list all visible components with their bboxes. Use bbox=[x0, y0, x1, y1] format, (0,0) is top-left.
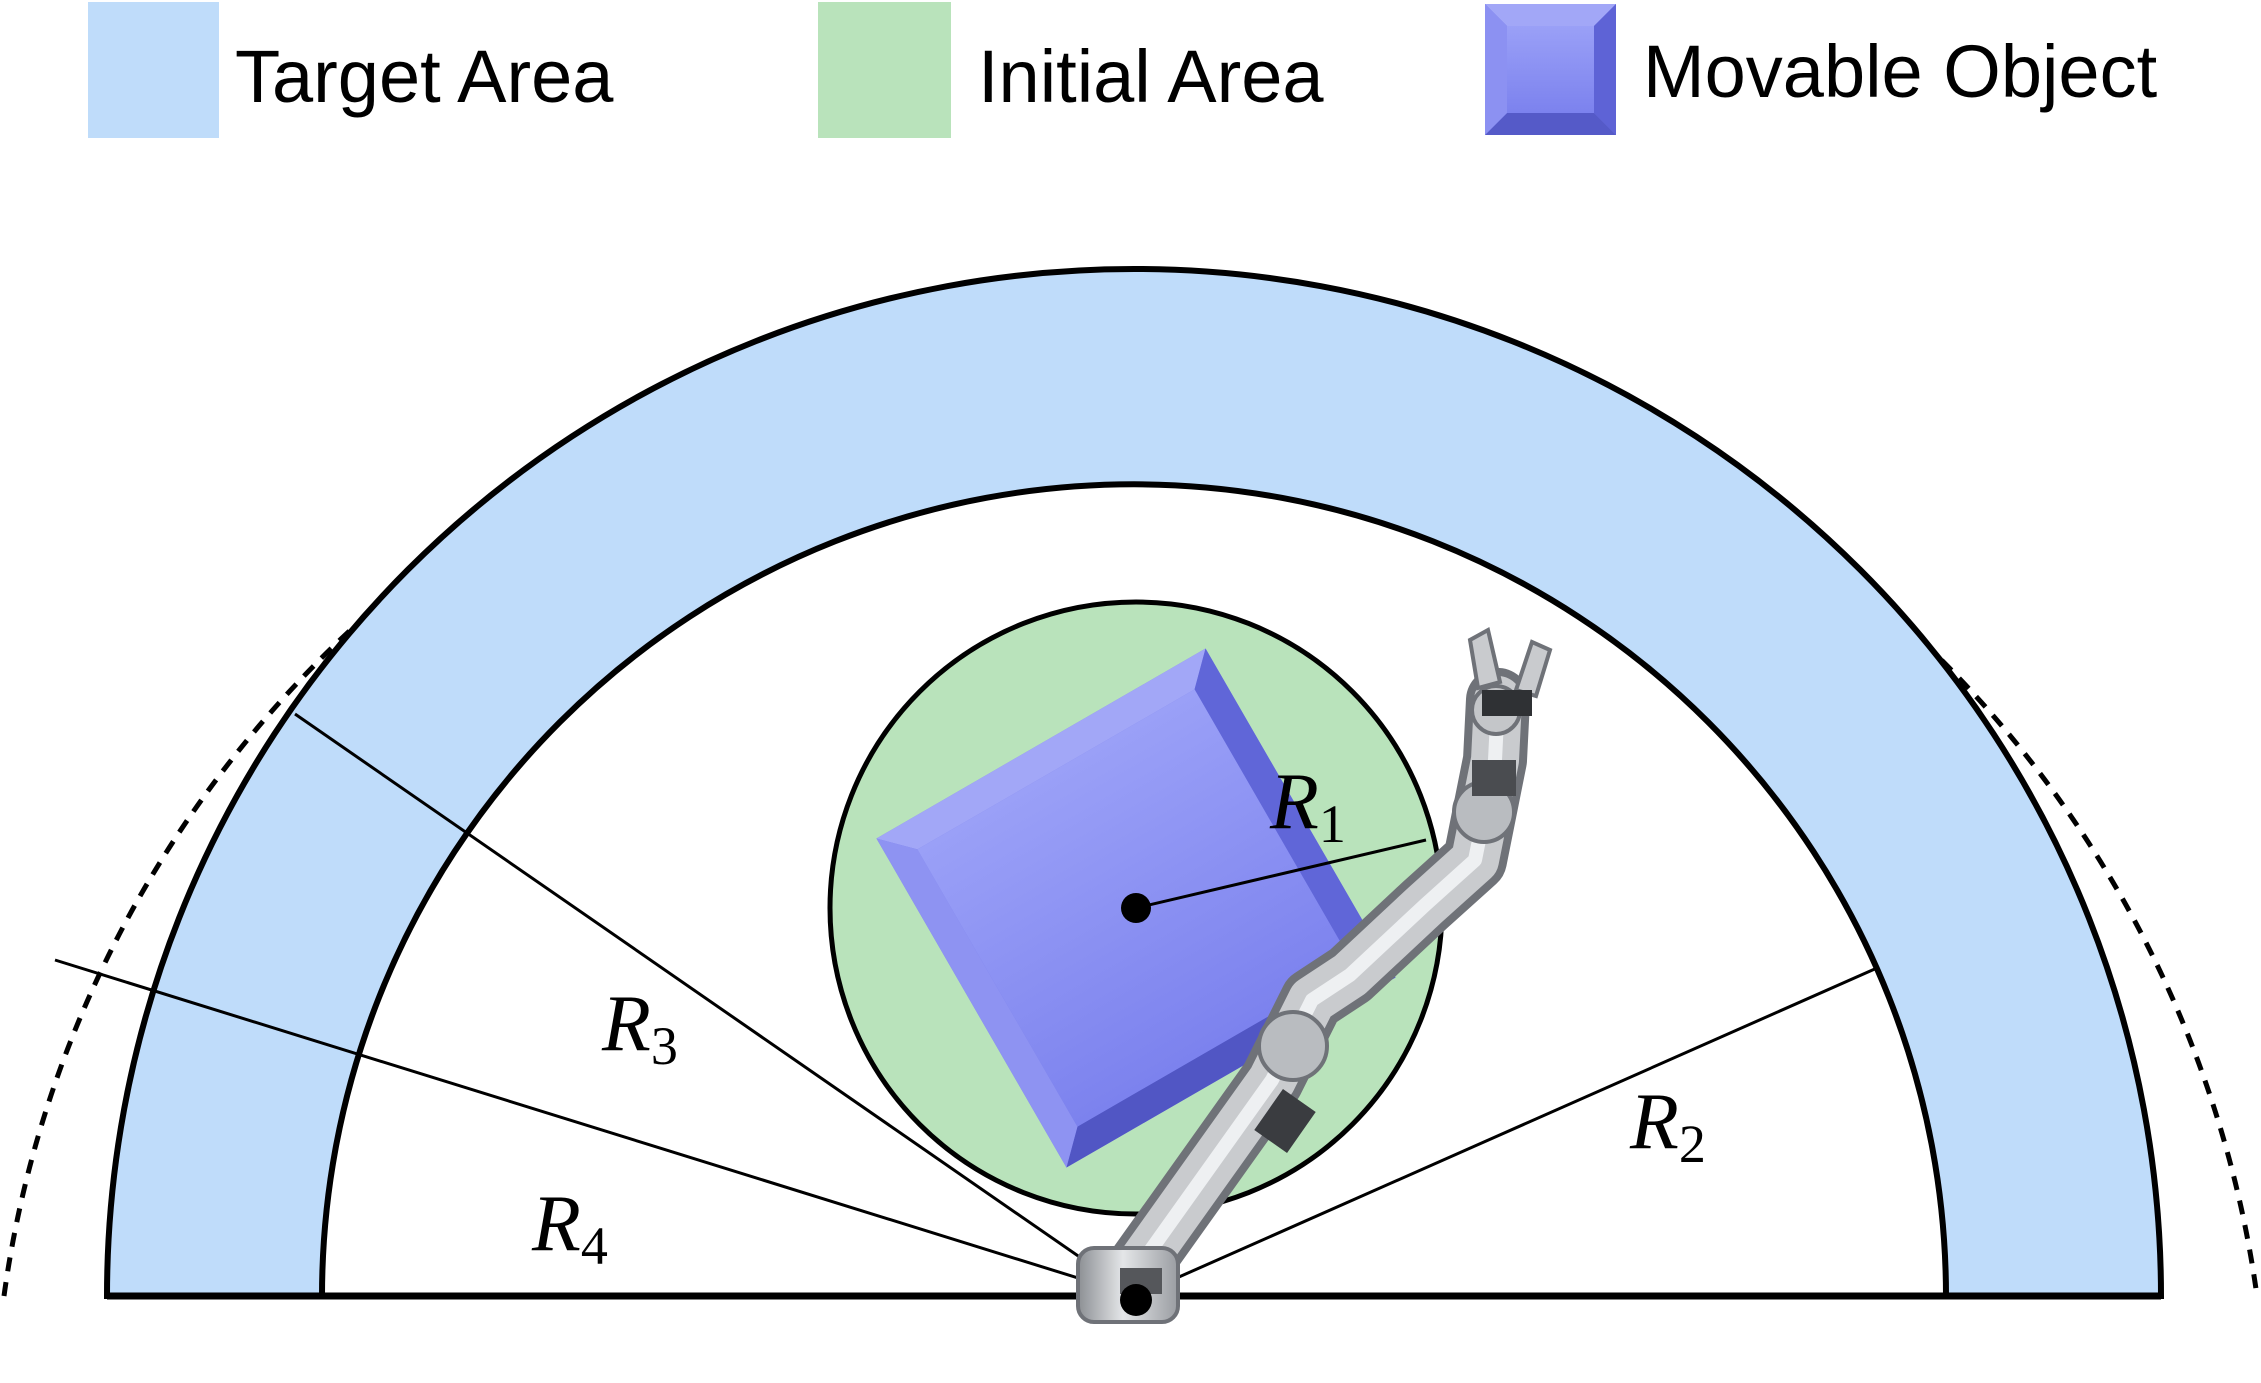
label-r4: R4 bbox=[531, 1180, 608, 1276]
label-r1: R1 bbox=[1269, 758, 1346, 854]
label-r3: R3 bbox=[601, 980, 678, 1076]
legend-target-label: Target Area bbox=[235, 35, 614, 118]
object-center-dot bbox=[1121, 893, 1151, 923]
outer-dashed-boundary bbox=[1, 321, 2260, 1297]
legend-object-swatch bbox=[1485, 4, 1616, 135]
legend-initial-label: Initial Area bbox=[978, 35, 1324, 118]
radius-line-r3 bbox=[294, 712, 1137, 1298]
label-r2: R2 bbox=[1629, 1078, 1706, 1174]
radius-line-r4 bbox=[54, 958, 1137, 1298]
legend: Target Area Initial Area Movable Object bbox=[88, 2, 2158, 138]
legend-object-label: Movable Object bbox=[1643, 30, 2158, 113]
radius-line-r1 bbox=[1135, 838, 1427, 910]
robot-arm bbox=[1076, 626, 1553, 1324]
legend-initial-swatch bbox=[818, 2, 951, 138]
radius-line-r2 bbox=[1135, 966, 1878, 1298]
robot-base-dot bbox=[1120, 1284, 1152, 1316]
legend-target-swatch bbox=[88, 2, 219, 138]
target-area-ring bbox=[103, 266, 2165, 1299]
